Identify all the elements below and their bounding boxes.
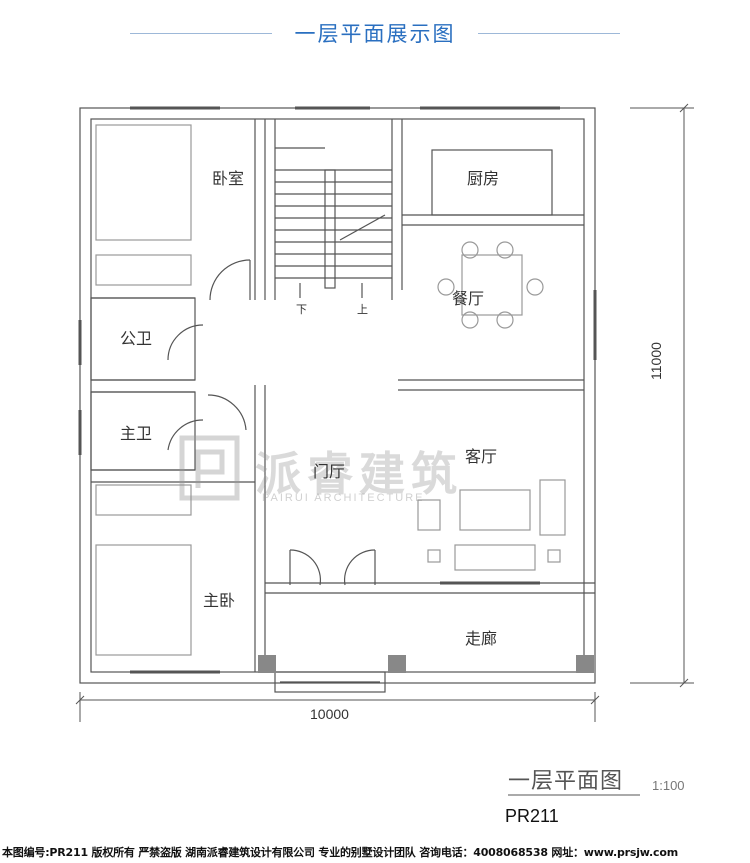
footer-copyright: 本图编号:PR211 版权所有 严禁盗版 湖南派睿建筑设计有限公司 专业的别墅设… <box>2 846 678 859</box>
room-label-master-bedroom: 主卧 <box>203 591 236 610</box>
room-label-dining: 餐厅 <box>452 289 485 308</box>
stair-label-down: 下 <box>296 303 307 316</box>
room-label-public-bath: 公卫 <box>120 329 153 348</box>
stair-label-up: 上 <box>357 303 368 316</box>
room-label-corridor: 走廊 <box>465 629 498 648</box>
room-label-master-bath: 主卫 <box>120 424 153 443</box>
plan-scale: 1:100 <box>652 778 685 793</box>
dimension-width: 10000 <box>310 706 349 722</box>
header-line-right <box>478 33 620 34</box>
room-label-kitchen: 厨房 <box>467 169 500 188</box>
plan-title: 一层平面图 <box>508 769 624 794</box>
room-label-living: 客厅 <box>465 447 498 466</box>
watermark-subtitle: PAIRUI ARCHITECTURE <box>262 492 425 504</box>
header-line-left <box>130 33 272 34</box>
room-label-entrance-hall: 门厅 <box>313 462 346 481</box>
footer-bar <box>0 840 750 863</box>
dimension-depth: 11000 <box>648 342 664 380</box>
plan-code: PR211 <box>505 806 559 826</box>
page-title: 一层平面展示图 <box>294 22 456 46</box>
room-label-bedroom: 卧室 <box>212 169 245 188</box>
watermark-brand: 派睿建筑 <box>255 447 463 501</box>
